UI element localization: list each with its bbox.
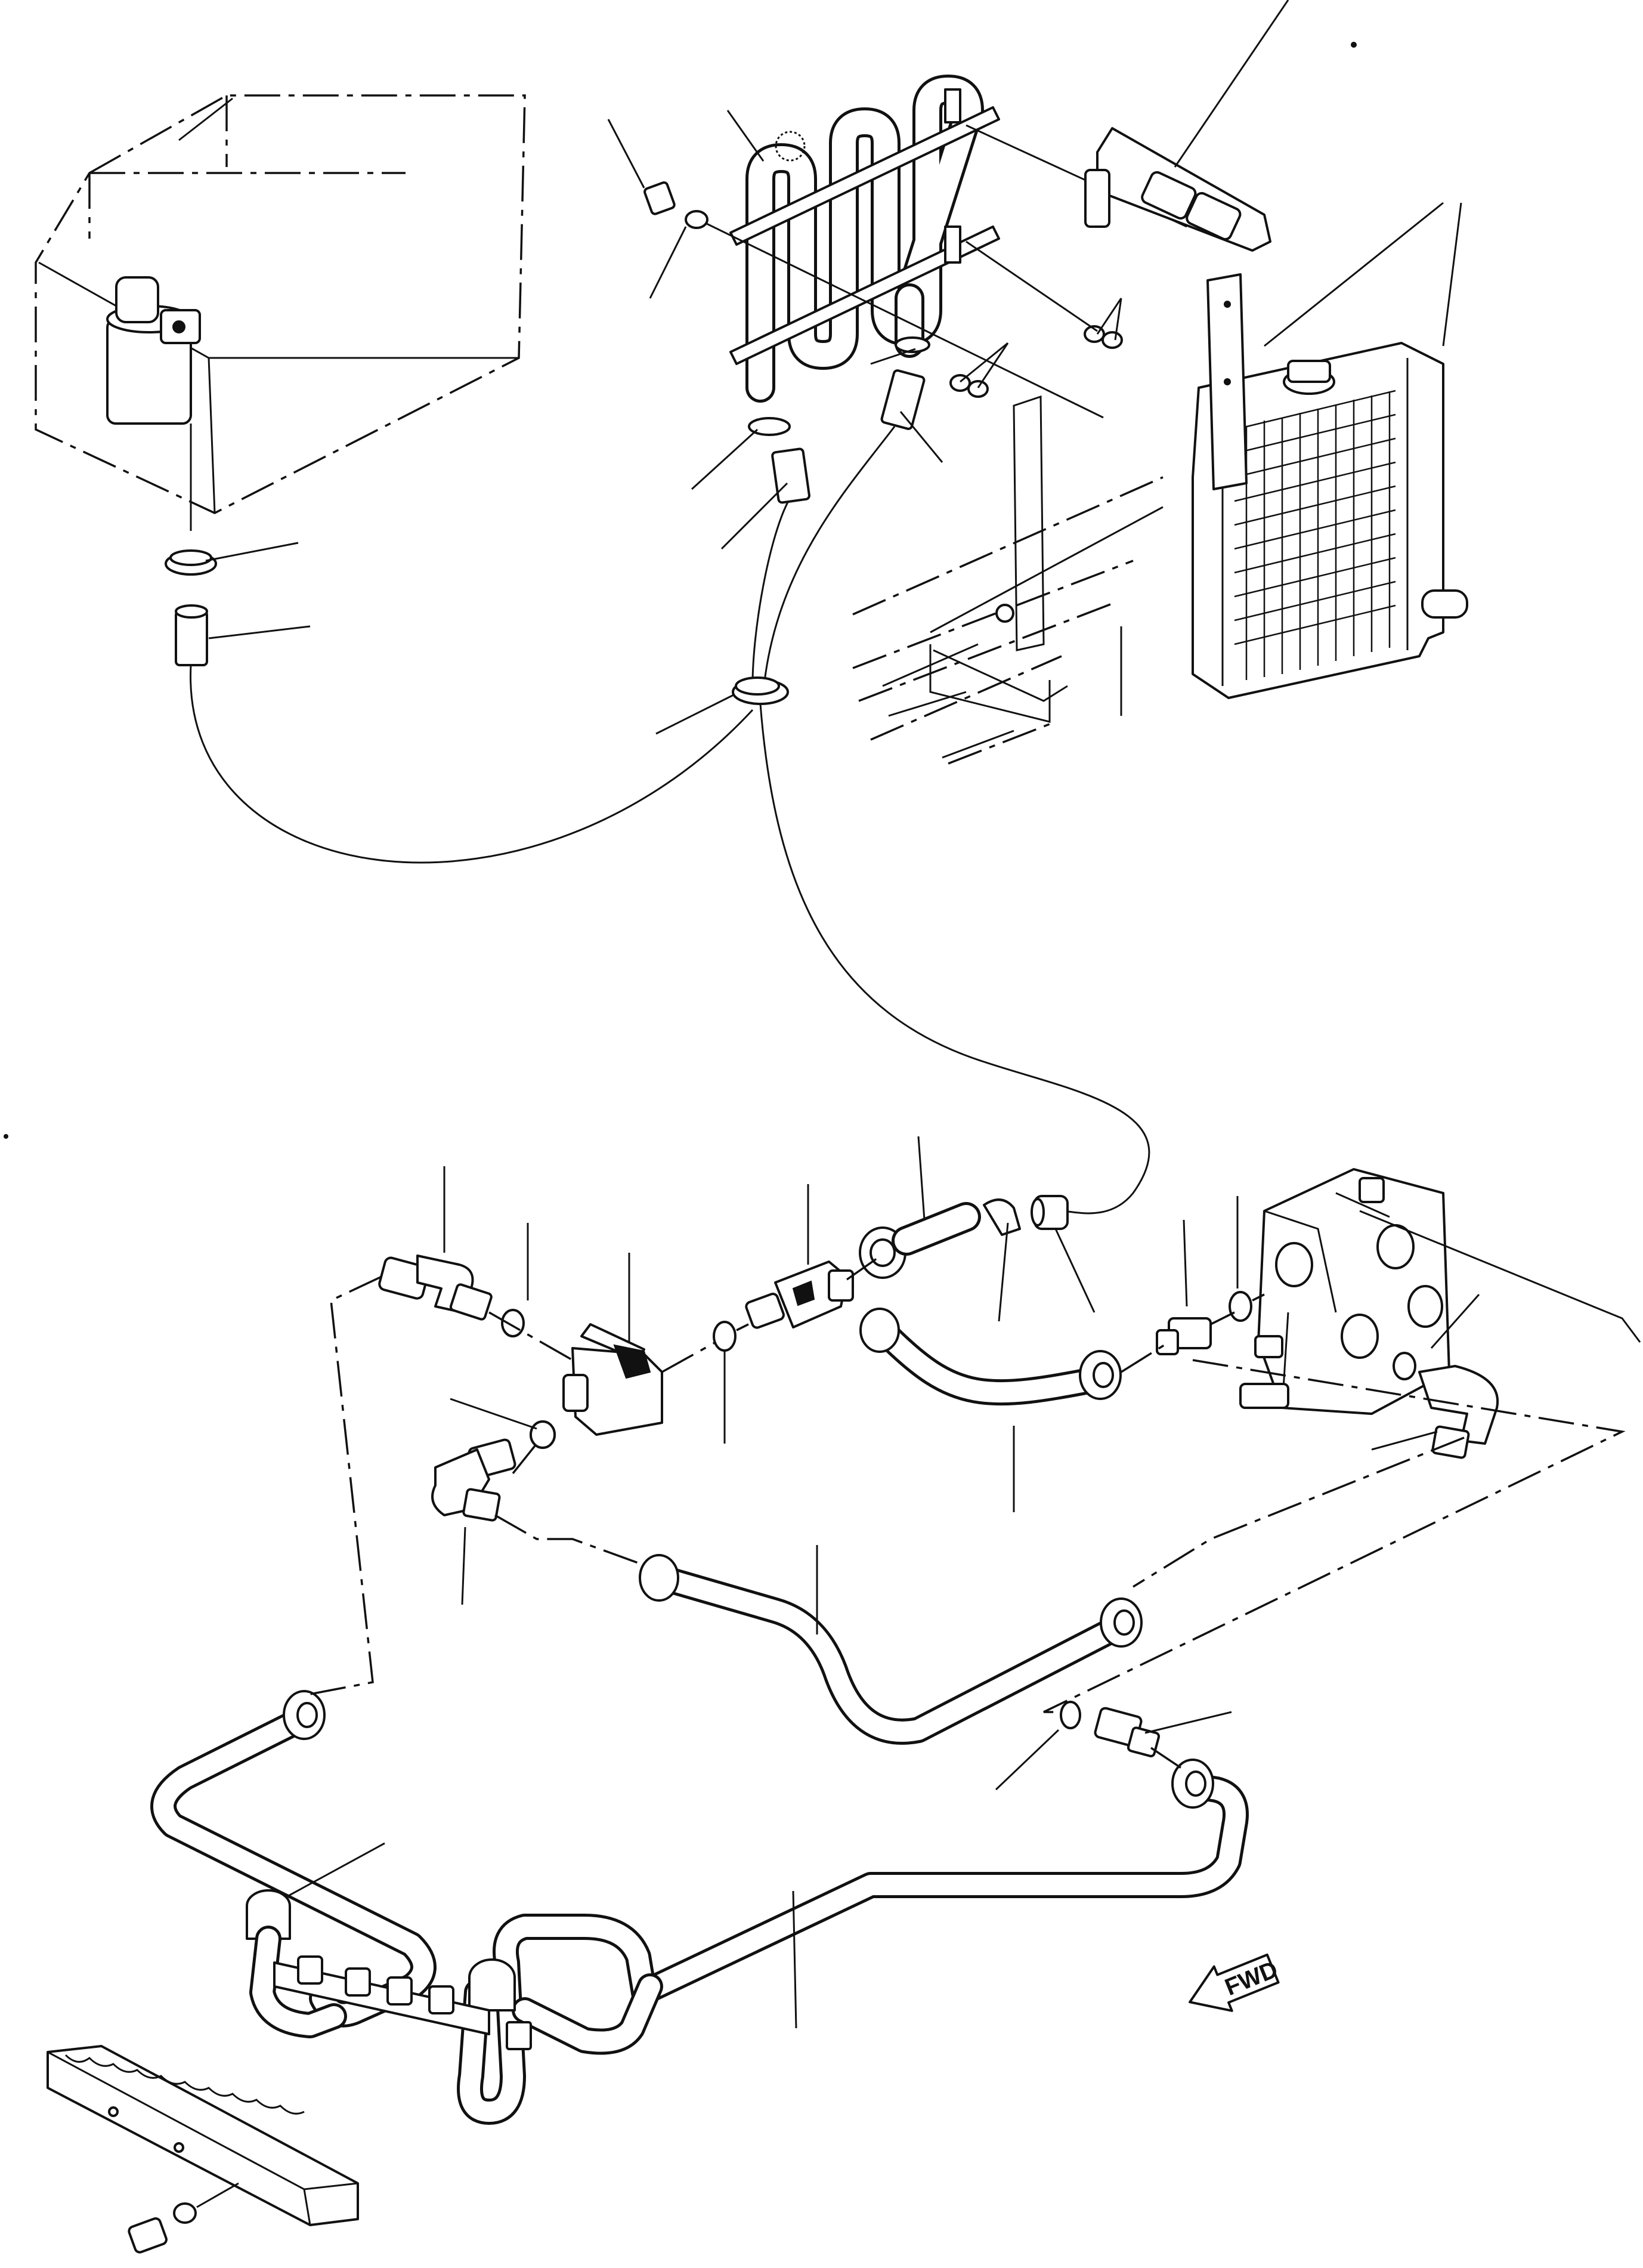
elbow-fitting-left bbox=[378, 1254, 493, 1321]
pipe-adapter-lower bbox=[1060, 1701, 1161, 1757]
tank-return-line bbox=[190, 665, 754, 864]
o-ring-1 bbox=[501, 1309, 525, 1337]
hose-junction-clamp bbox=[732, 676, 789, 705]
flex-hose-upper bbox=[859, 1195, 1069, 1279]
radiator-support-post bbox=[1206, 273, 1248, 490]
stray-mark bbox=[4, 1134, 8, 1139]
stray-mark bbox=[1351, 42, 1357, 48]
elbow-fitting-right bbox=[1393, 1352, 1499, 1459]
steel-pipe-long bbox=[639, 1554, 1143, 1745]
cooler-hose-right bbox=[762, 426, 896, 693]
steel-pipe-short bbox=[859, 1308, 1122, 1406]
return-pipe-assembly bbox=[150, 1690, 1249, 2125]
tank-hose-nipple bbox=[175, 604, 208, 666]
ball-valve bbox=[562, 1323, 663, 1436]
cooler-mounting-bolt bbox=[643, 181, 1104, 419]
main-return-line bbox=[759, 703, 1150, 1215]
frame-bracket bbox=[852, 395, 1164, 765]
cooler-hose-left bbox=[751, 500, 790, 693]
radiator-upper-hose bbox=[1084, 127, 1271, 252]
control-valve-block bbox=[1239, 1168, 1450, 1415]
pipe-clamp-strip bbox=[273, 1955, 490, 2035]
connection-lines bbox=[310, 1257, 1626, 1773]
control-valve-adapter bbox=[1156, 1291, 1252, 1355]
cooler-hose-nipple-left bbox=[771, 447, 810, 504]
pipe-mounting-bar bbox=[47, 2045, 359, 2226]
hydraulic-tank bbox=[35, 94, 526, 514]
forward-direction-arrow: FWD bbox=[1189, 1953, 1282, 2012]
tank-hose-clamp bbox=[165, 549, 217, 576]
o-ring-3 bbox=[713, 1321, 737, 1352]
cooler-hose-clamp-left bbox=[748, 417, 791, 436]
cooler-hose-nipple-right bbox=[880, 369, 926, 430]
check-valve bbox=[745, 1260, 854, 1329]
return-filter bbox=[106, 276, 201, 531]
mounting-bolt bbox=[128, 2182, 239, 2254]
cooler-hose-clamp-right bbox=[895, 336, 930, 353]
elbow-fitting-lower bbox=[431, 1420, 556, 1522]
oil-cooler-coil bbox=[729, 75, 1000, 403]
reference-leaders bbox=[178, 0, 1641, 2029]
